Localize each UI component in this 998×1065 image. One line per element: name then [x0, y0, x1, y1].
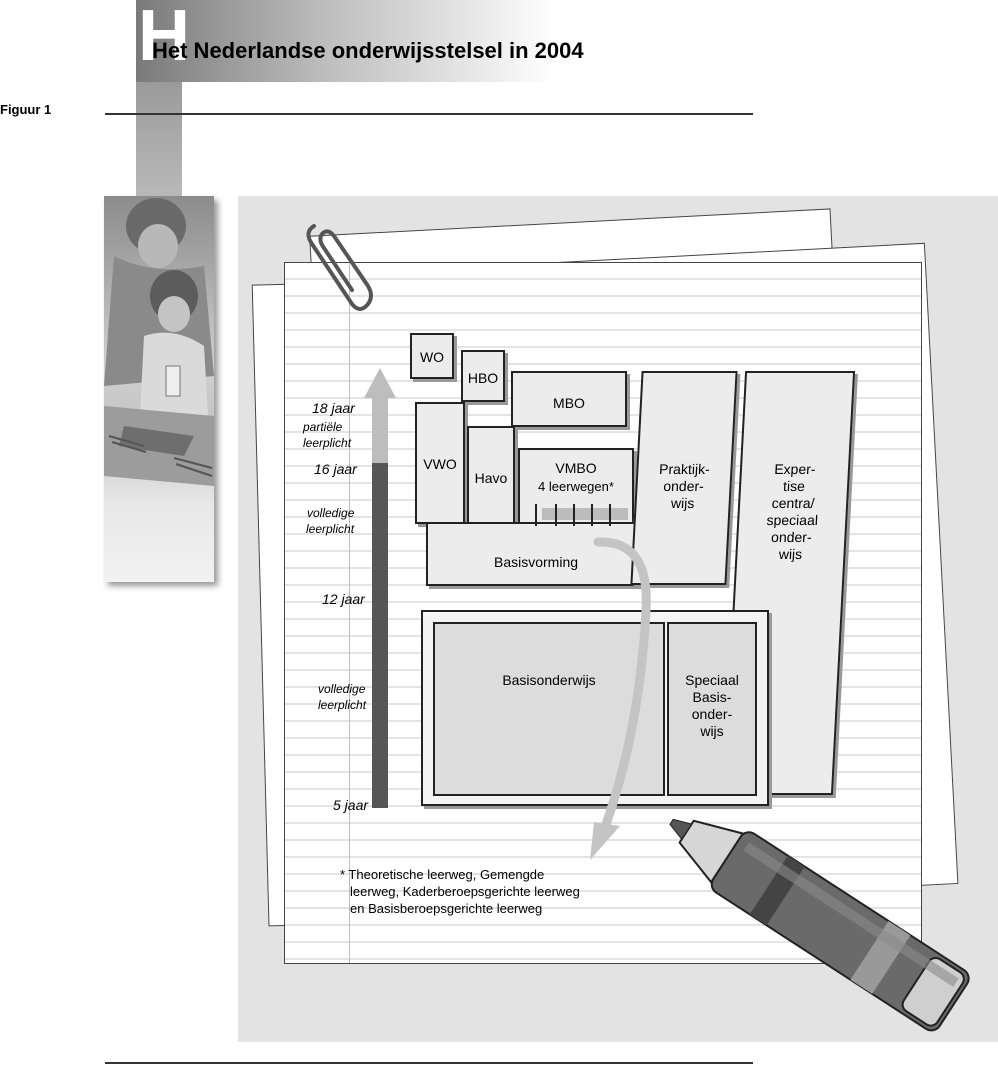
bottom-rule	[105, 1062, 753, 1064]
full-compulsory-label-2b: leerplicht	[318, 698, 367, 712]
label-speciaal-2: Basis-	[692, 689, 732, 705]
photo-illustration	[104, 198, 214, 486]
label-expertise-4: speciaal	[766, 512, 819, 528]
full-compulsory-label-1a: volledige	[307, 506, 355, 520]
label-expertise-1: Exper-	[773, 461, 817, 477]
title-band	[136, 0, 556, 82]
label-speciaal-3: onder-	[691, 706, 733, 722]
box-mbo: MBO	[511, 371, 627, 427]
partial-label-2: leerplicht	[303, 436, 352, 450]
page-title: Het Nederlandse onderwijsstelsel in 2004	[152, 38, 584, 63]
box-wo: WO	[410, 333, 454, 379]
photo-teacher-child	[104, 196, 214, 582]
title-side-strip	[136, 82, 182, 196]
margin-line	[349, 263, 350, 963]
label-speciaal-4: wijs	[700, 723, 724, 739]
marker-pen-icon	[669, 818, 970, 1032]
label-vwo: VWO	[423, 456, 457, 472]
footnote-line-3: en Basisberoepsgerichte leerweg	[350, 901, 543, 916]
label-vmbo: VMBO	[555, 460, 597, 476]
box-havo: Havo	[467, 426, 515, 524]
label-wo: WO	[419, 349, 445, 365]
curved-arrow	[590, 537, 651, 860]
full-compulsory-label-1b: leerplicht	[306, 522, 355, 536]
paperclip-icon	[306, 224, 373, 311]
age-16: 16 jaar	[314, 461, 357, 477]
age-12: 12 jaar	[322, 591, 365, 607]
box-vwo: VWO	[415, 402, 465, 524]
label-expertise-5: onder-	[770, 529, 813, 545]
figure-label: Figuur 1	[0, 102, 52, 117]
age-5: 5 jaar	[333, 797, 369, 813]
label-basisvorming: Basisvorming	[493, 554, 579, 570]
age-18: 18 jaar	[312, 400, 355, 416]
age-arrow	[364, 368, 396, 808]
label-praktijk-1: Praktijk-	[658, 461, 711, 477]
footnote-line-1: * Theoretische leerweg, Gemengde	[340, 867, 545, 882]
chapter-letter: H	[138, 0, 190, 76]
label-speciaal-1: Speciaal	[685, 672, 739, 688]
label-hbo: HBO	[467, 370, 499, 386]
label-praktijk-3: wijs	[670, 495, 695, 511]
full-compulsory-label-2a: volledige	[318, 682, 366, 696]
footnote-line-2: leerweg, Kaderberoepsgerichte leerweg	[350, 884, 580, 899]
label-expertise-2: tise	[782, 478, 806, 494]
label-expertise-6: wijs	[778, 546, 803, 562]
label-mbo: MBO	[553, 395, 585, 411]
box-hbo: HBO	[461, 350, 505, 402]
partial-label-1: partiële	[303, 420, 343, 434]
label-havo: Havo	[474, 470, 508, 486]
label-vmbo-sub: 4 leerwegen*	[538, 479, 614, 494]
box-speciaal-basisonderwijs: Speciaal Basis- onder- wijs	[667, 622, 757, 796]
label-basisonderwijs: Basisonderwijs	[502, 672, 596, 688]
label-expertise-3: centra/	[771, 495, 816, 511]
top-rule	[105, 113, 753, 115]
label-praktijk-2: onder-	[662, 478, 705, 494]
vmbo-pathways	[535, 504, 628, 526]
footnote: * Theoretische leerweg, Gemengde leerweg…	[340, 866, 580, 917]
